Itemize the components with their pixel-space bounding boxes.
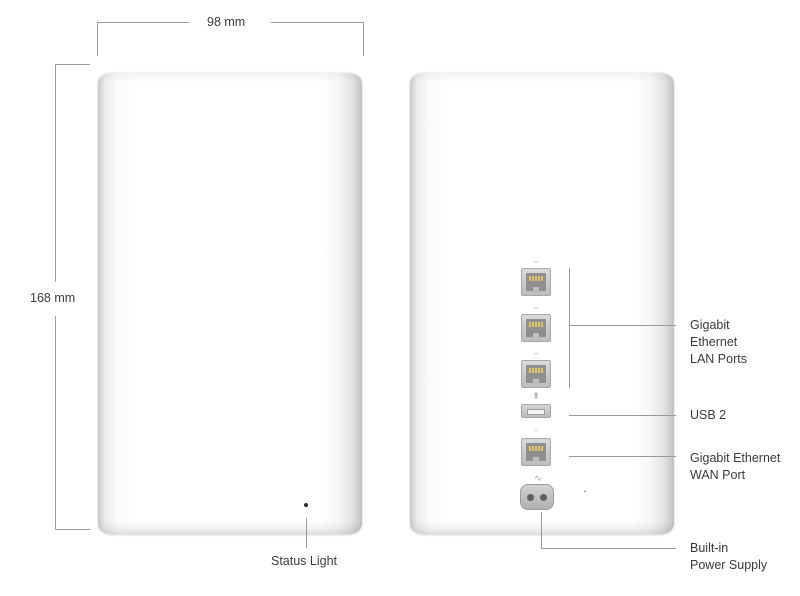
power-supply-label-line-2: Power Supply: [690, 558, 768, 572]
lan-bracket-line: [569, 268, 570, 388]
lan-ports-label: Gigabit Ethernet LAN Ports: [690, 317, 747, 368]
lan-port-1: [521, 268, 551, 296]
width-line-right: [271, 22, 363, 23]
wan-port-label: Gigabit Ethernet WAN Port: [690, 450, 780, 484]
device-front-view: [98, 72, 362, 534]
lan-port-2: [521, 314, 551, 342]
width-line-left: [97, 22, 189, 23]
height-tick-bottom: [55, 529, 90, 530]
wan-icon: ○: [533, 427, 539, 434]
status-light-leader-line: [306, 518, 307, 548]
height-tick-top: [55, 64, 90, 65]
usb-leader-line: [569, 415, 676, 416]
height-line-top: [55, 64, 56, 282]
lan-port-3: [521, 360, 551, 388]
ethernet-icon: ↔: [532, 258, 540, 265]
wan-port-label-line-2: WAN Port: [690, 468, 746, 482]
lan-leader-line: [569, 325, 676, 326]
wan-port-label-line-1: Gigabit Ethernet: [690, 451, 781, 465]
device-back-view: ↔ ↔ ↔ ⇞ ○ ∿ •: [410, 72, 674, 534]
power-leader-horizontal: [541, 548, 676, 549]
power-supply-label: Built-in Power Supply: [690, 540, 767, 574]
usb-label: USB 2: [690, 408, 727, 422]
lan-ports-label-line-1: Gigabit: [690, 318, 730, 332]
ethernet-icon: ↔: [532, 304, 540, 311]
wan-leader-line: [569, 456, 676, 457]
power-icon: ∿: [534, 473, 542, 483]
power-supply-label-line-1: Built-in: [690, 541, 729, 555]
width-tick-left: [97, 22, 98, 56]
height-label: 168 mm: [30, 291, 76, 305]
width-label: 98 mm: [207, 15, 246, 29]
ethernet-icon: ↔: [532, 350, 540, 357]
width-tick-right: [363, 22, 364, 56]
usb-icon: ⇞: [532, 391, 540, 401]
lan-ports-label-line-3: LAN Ports: [690, 352, 747, 366]
lan-ports-label-line-2: Ethernet: [690, 335, 738, 349]
height-line-bottom: [55, 316, 56, 530]
power-inlet: [520, 484, 554, 510]
usb-port: [521, 404, 551, 418]
reset-icon: •: [583, 487, 587, 496]
status-light-indicator: [304, 503, 308, 507]
power-leader-vertical: [541, 512, 542, 548]
status-light-label: Status Light: [271, 554, 338, 568]
wan-port: [521, 438, 551, 466]
